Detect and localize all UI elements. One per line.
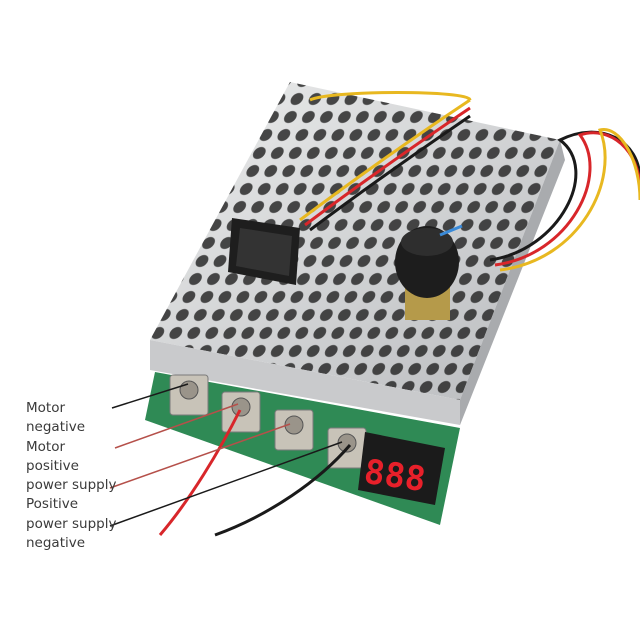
label-line: negative (26, 419, 86, 436)
label-line: power supply (26, 515, 117, 532)
label-line: negative (26, 535, 86, 552)
rocker-switch (228, 218, 300, 285)
label-line: positive (26, 457, 79, 474)
label-line: Positive (26, 496, 79, 513)
terminal-labels: Motor negative Motor positive power supp… (26, 399, 117, 553)
label-line: Motor (26, 400, 66, 416)
led-display: 888 (358, 432, 445, 505)
label-line: Motor (26, 438, 66, 455)
annotation-lines (109, 383, 343, 527)
wires (158, 91, 640, 537)
speed-knob (395, 224, 463, 320)
metal-case (150, 82, 565, 425)
display-value: 888 (362, 452, 428, 500)
leader-motor-positive (114, 403, 239, 449)
label-line: power supply (26, 477, 117, 494)
leader-supply-negative (109, 441, 343, 527)
leader-supply-positive (109, 423, 291, 489)
leader-motor-negative (111, 383, 189, 409)
